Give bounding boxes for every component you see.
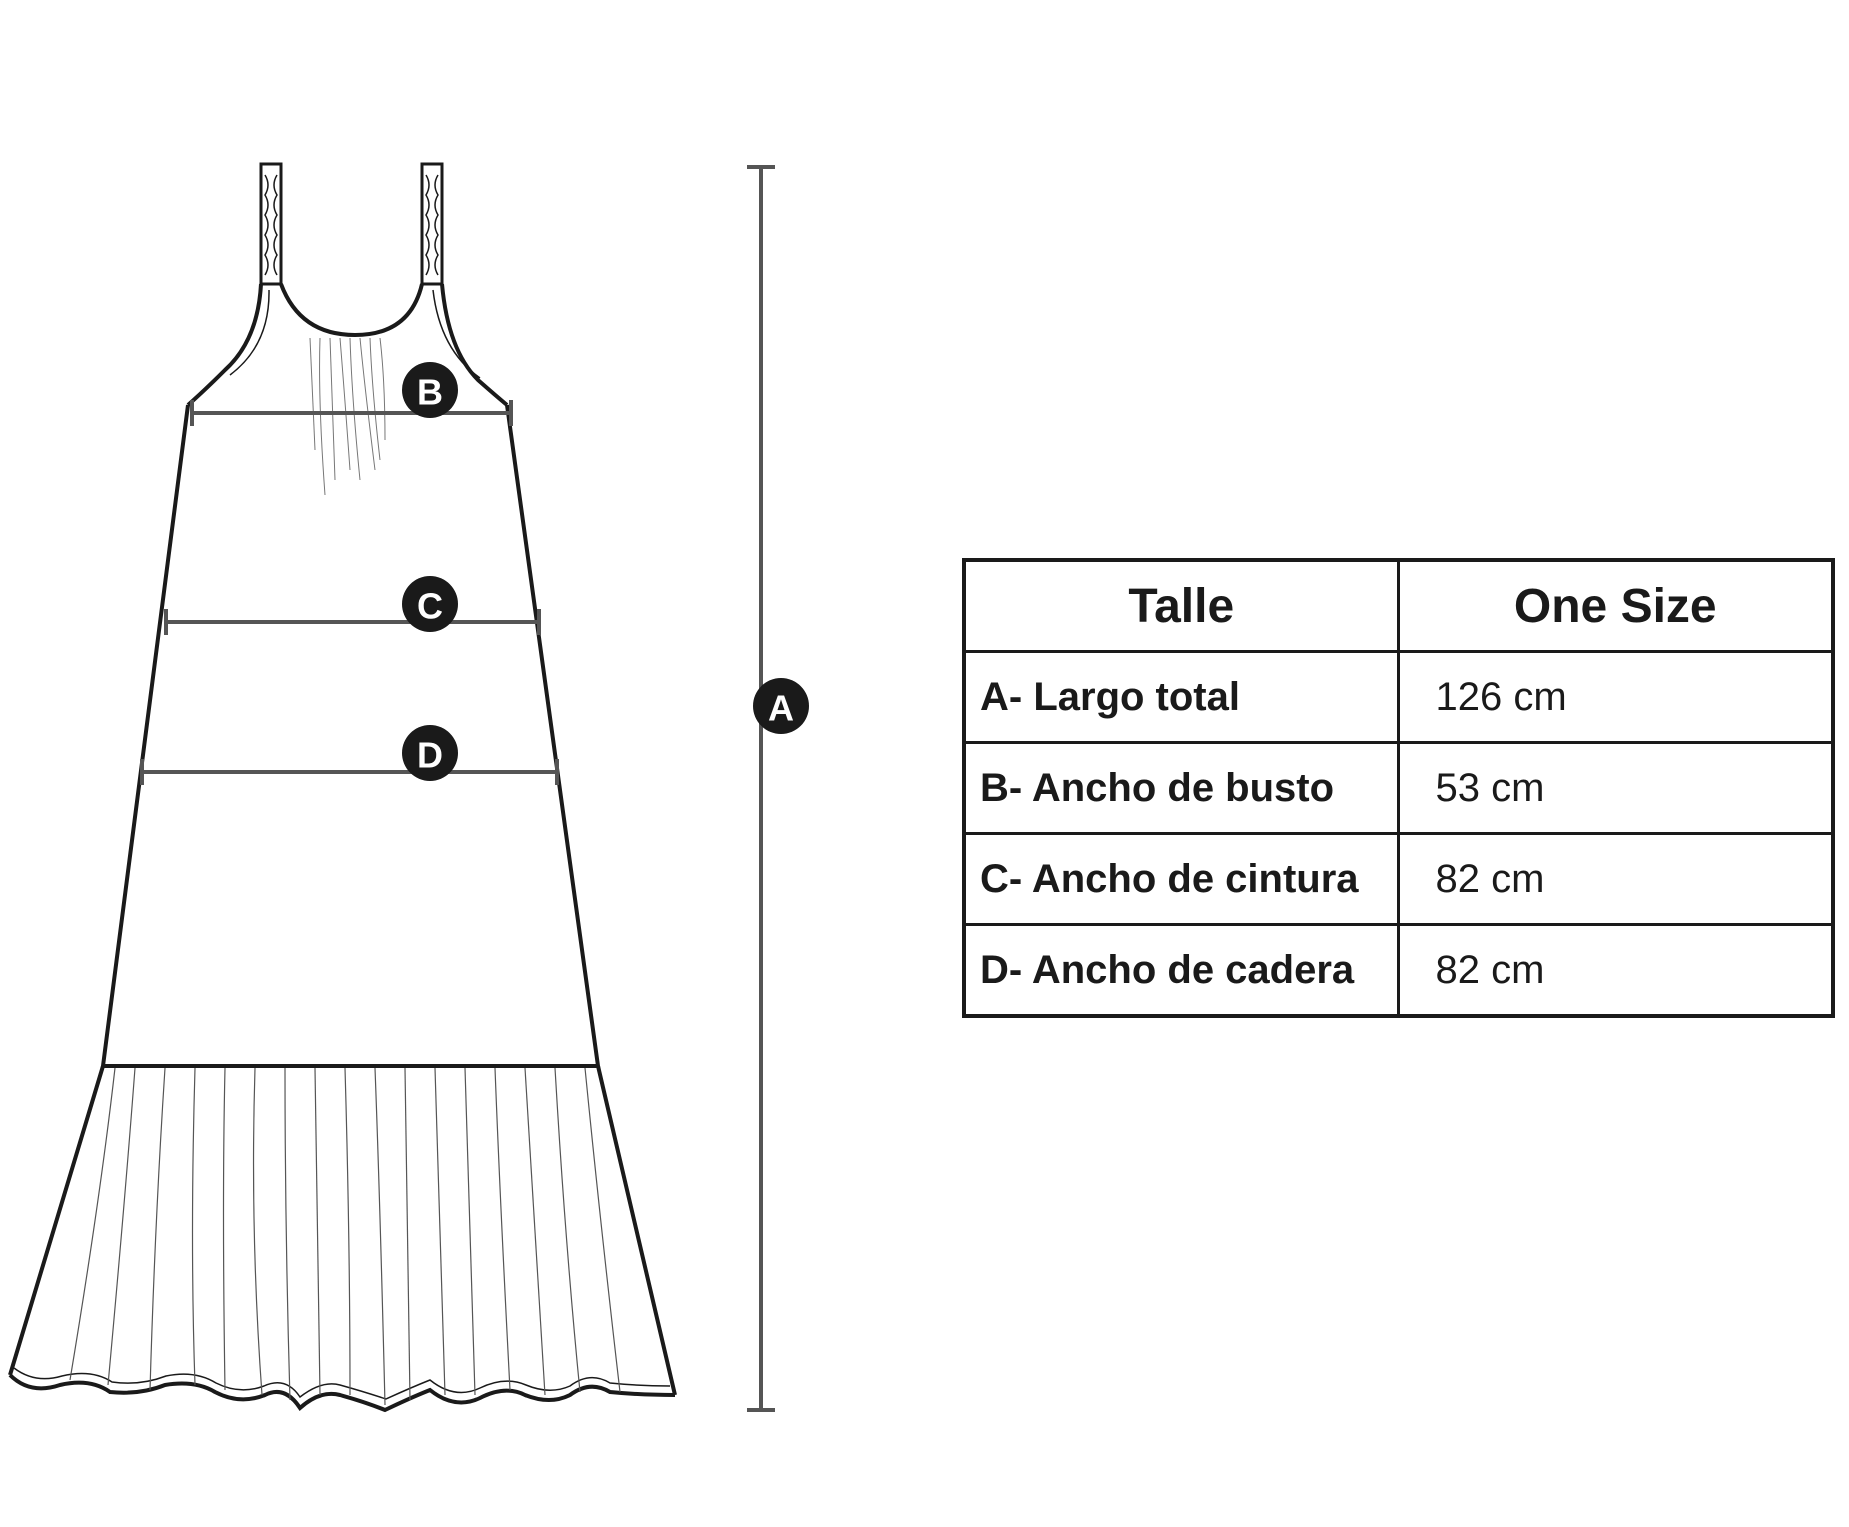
row-value: 82 cm [1396,832,1835,926]
table-row: C- Ancho de cintura 82 cm [962,832,1835,926]
header-one-size: One Size [1396,558,1835,653]
dress-bodice [186,283,509,496]
marker-d: D [402,725,458,781]
table-header-row: Talle One Size [962,558,1835,653]
row-label: C- Ancho de cintura [962,832,1400,926]
marker-b: B [402,362,458,418]
row-value: 53 cm [1396,741,1835,835]
dress-ruffle [8,1065,677,1413]
row-value: 82 cm [1396,923,1835,1018]
measure-d-line [140,759,559,785]
header-talle: Talle [962,558,1400,653]
marker-d-label: D [417,735,443,776]
marker-c: C [402,576,458,632]
measure-a-line [747,165,775,1412]
row-value: 126 cm [1396,650,1835,744]
left-strap [259,162,283,286]
marker-c-label: C [417,586,443,627]
dress-body [100,404,601,1068]
size-table: Talle One Size A- Largo total 126 cm B- … [962,558,1835,1018]
marker-b-label: B [417,372,443,413]
marker-a: A [753,678,809,734]
table-row: A- Largo total 126 cm [962,650,1835,744]
measure-c-line [164,609,541,635]
table-row: D- Ancho de cadera 82 cm [962,923,1835,1018]
right-strap [420,162,444,286]
marker-a-label: A [768,688,794,729]
row-label: A- Largo total [962,650,1400,744]
row-label: B- Ancho de busto [962,741,1400,835]
table-row: B- Ancho de busto 53 cm [962,741,1835,835]
measure-b-line [190,400,513,426]
row-label: D- Ancho de cadera [962,923,1400,1018]
